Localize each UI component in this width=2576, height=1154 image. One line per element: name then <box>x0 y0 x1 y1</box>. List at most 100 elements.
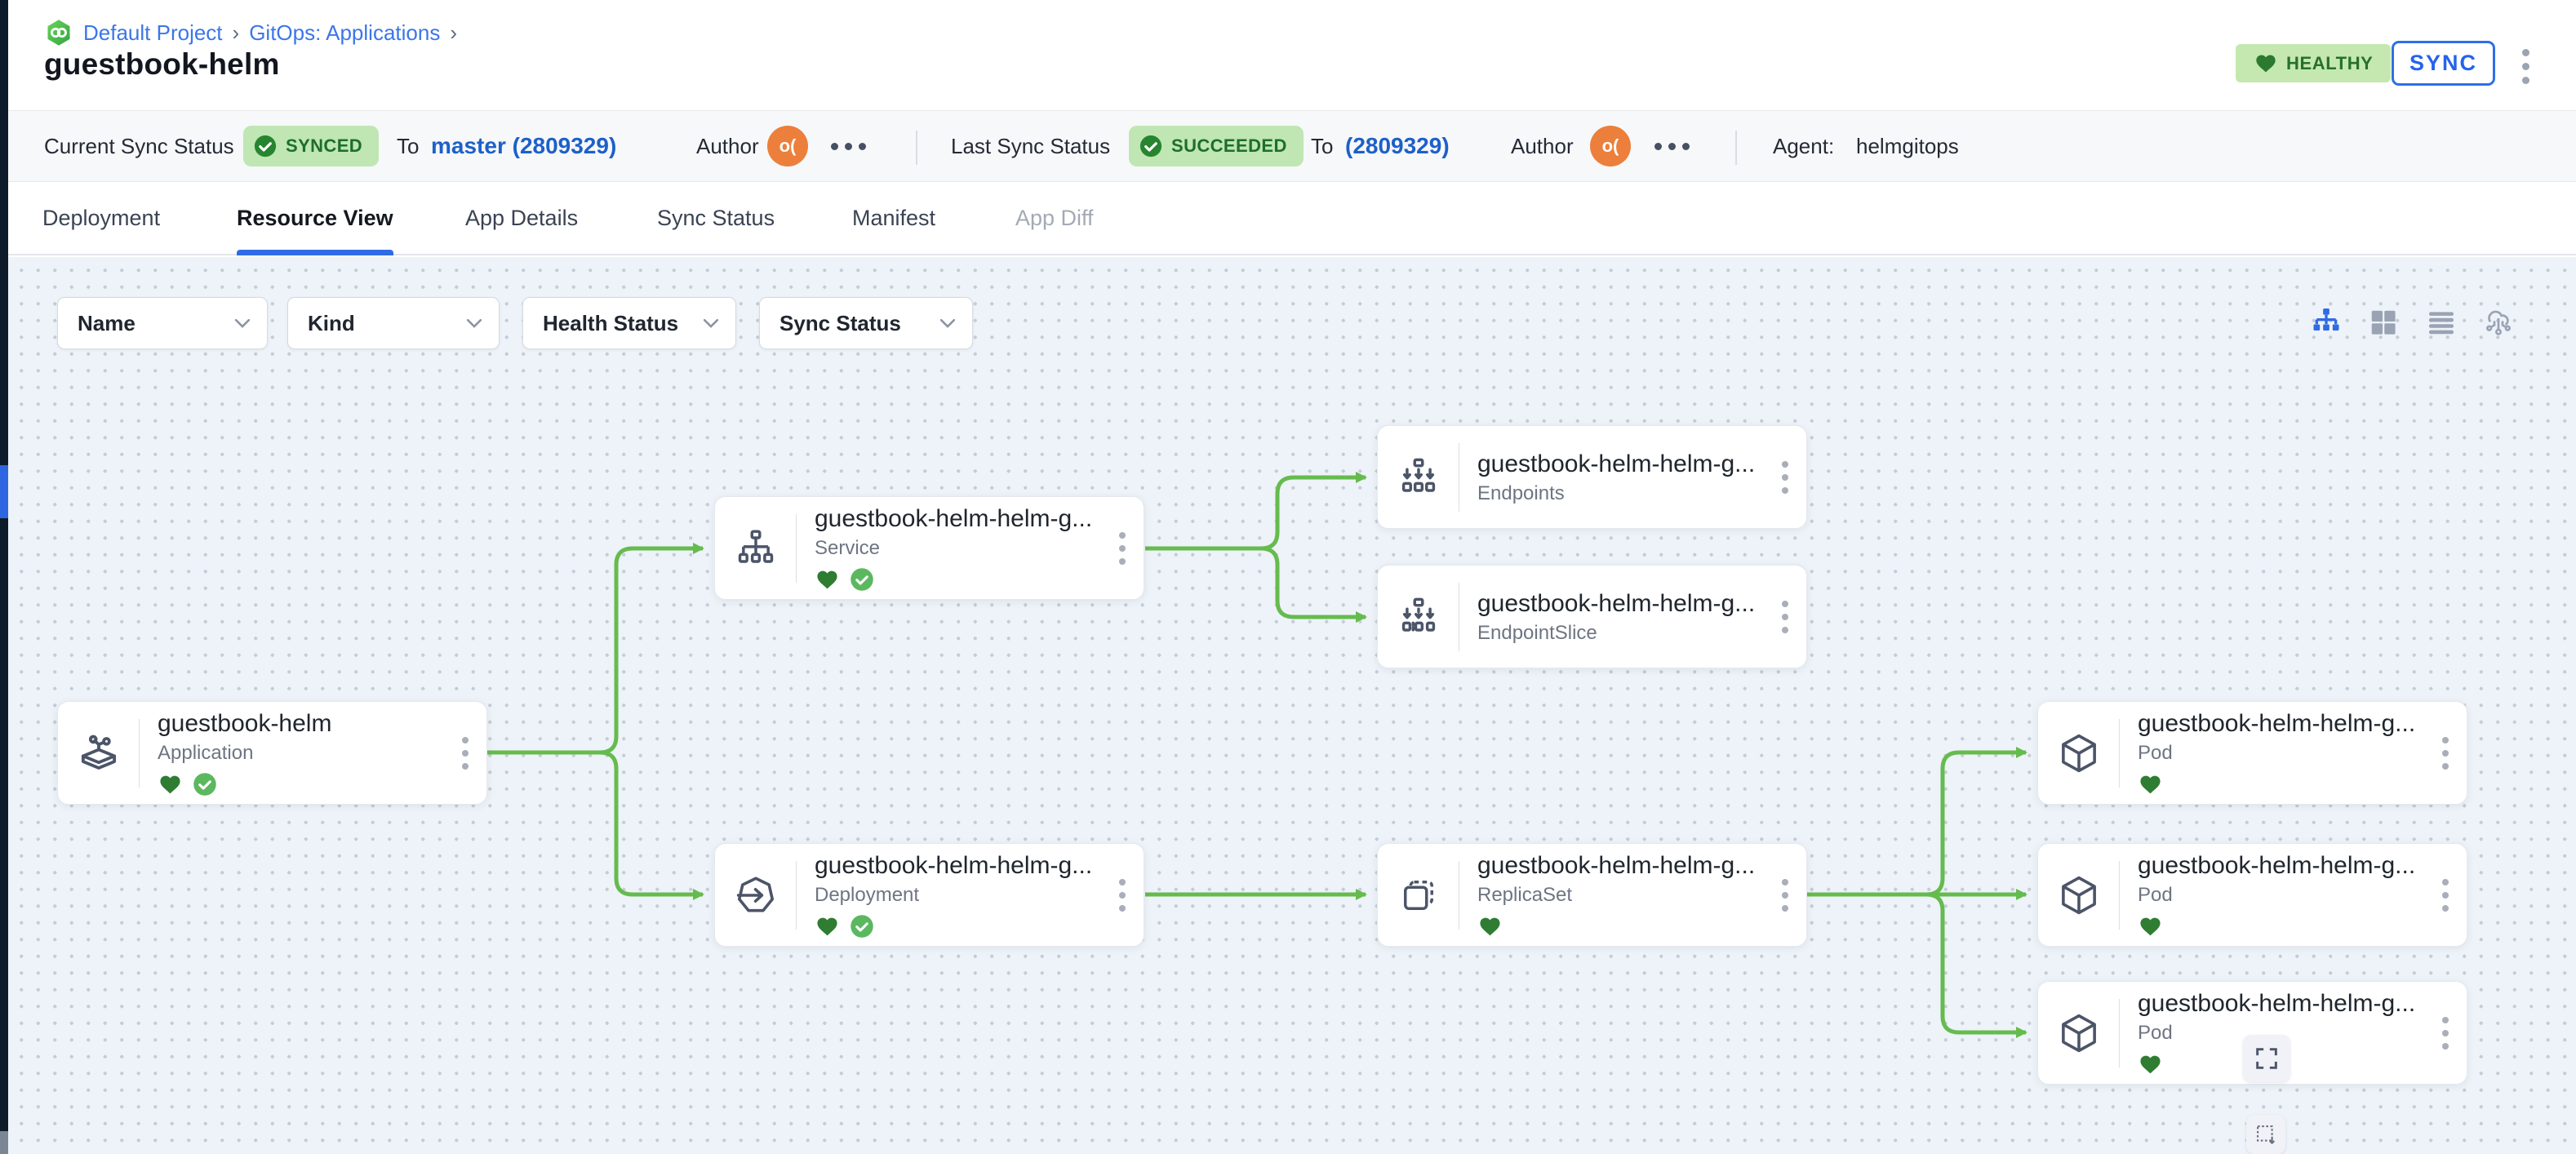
health-status-label: HEALTHY <box>2286 52 2374 73</box>
tab-bar: Deployment Resource View App Details Syn… <box>8 183 2576 255</box>
selection-mode-button[interactable] <box>2246 1115 2285 1154</box>
resource-node-endpointslice[interactable]: guestbook-helm-helm-g... EndpointSlice <box>1377 565 1807 668</box>
fit-view-icon <box>2256 1048 2277 1069</box>
agent-value: helmgitops <box>1856 133 1959 158</box>
synced-check-icon <box>851 568 873 591</box>
pod-icon <box>2038 1011 2119 1055</box>
filter-kind[interactable]: Kind <box>287 297 500 349</box>
tab-deployment[interactable]: Deployment <box>42 206 161 230</box>
node-title: guestbook-helm-helm-g... <box>2138 852 2416 879</box>
list-view-toggle[interactable] <box>2423 304 2459 340</box>
heart-icon <box>2256 55 2276 72</box>
breadcrumb-section[interactable]: GitOps: Applications <box>249 20 441 45</box>
tree-edges <box>486 472 2027 1038</box>
resource-node-application[interactable]: guestbook-helm Application <box>57 701 487 805</box>
node-menu-button[interactable] <box>2442 736 2449 770</box>
node-menu-button[interactable] <box>2442 1016 2449 1050</box>
chevron-down-icon <box>939 318 956 328</box>
tree-view-toggle[interactable] <box>2308 304 2344 340</box>
node-title: guestbook-helm-helm-g... <box>1477 450 1756 477</box>
current-author-label: Author <box>696 133 759 158</box>
synced-check-icon <box>851 915 873 938</box>
app-more-menu-button[interactable] <box>2522 49 2529 84</box>
node-menu-button[interactable] <box>2442 878 2449 912</box>
last-commit-more-icon[interactable] <box>1654 142 1690 150</box>
resource-node-replicaset[interactable]: guestbook-helm-helm-g... ReplicaSet <box>1377 843 1807 947</box>
tab-sync-status[interactable]: Sync Status <box>657 206 775 230</box>
node-kind: Application <box>158 742 254 764</box>
pod-icon <box>2038 873 2119 917</box>
node-title: guestbook-helm-helm-g... <box>815 852 1093 879</box>
resource-tree-canvas[interactable]: Name Kind Health Status Sync Status <box>8 257 2576 1154</box>
divider <box>1735 131 1737 165</box>
node-menu-button[interactable] <box>1119 531 1126 565</box>
divider <box>2119 998 2120 1067</box>
tab-app-diff: App Diff <box>1015 206 1094 230</box>
current-author-avatar: o( <box>767 126 808 166</box>
resource-node-endpoints[interactable]: guestbook-helm-helm-g... Endpoints <box>1377 425 1807 529</box>
filter-sync-status[interactable]: Sync Status <box>759 297 973 349</box>
divider <box>2119 860 2120 930</box>
node-kind: ReplicaSet <box>1477 884 1573 906</box>
node-menu-button[interactable] <box>1119 878 1126 912</box>
resource-node-pod[interactable]: guestbook-helm-helm-g... Pod <box>2037 843 2467 947</box>
grid-view-icon <box>2371 310 2396 335</box>
last-sync-status-label: Last Sync Status <box>951 133 1111 158</box>
page-title: guestbook-helm <box>44 47 280 81</box>
current-to-label: To <box>397 133 420 158</box>
last-author-avatar: o( <box>1590 126 1631 166</box>
sync-button[interactable]: SYNC <box>2392 41 2495 86</box>
cluster-view-toggle[interactable] <box>2481 304 2516 340</box>
tab-app-details[interactable]: App Details <box>465 206 579 230</box>
divider <box>139 718 140 788</box>
synced-badge: SYNCED <box>243 126 380 166</box>
chevron-down-icon <box>234 318 251 328</box>
filter-health-status[interactable]: Health Status <box>522 297 736 349</box>
node-menu-button[interactable] <box>1782 878 1788 912</box>
breadcrumb-project[interactable]: Default Project <box>83 20 223 45</box>
left-rail-bottom-indicator <box>0 1131 8 1154</box>
service-icon <box>715 527 796 570</box>
current-revision-link[interactable]: master (2809329) <box>431 133 617 158</box>
node-kind: Pod <box>2138 742 2173 764</box>
node-title: guestbook-helm-helm-g... <box>1477 852 1756 879</box>
divider <box>2119 718 2120 788</box>
healthy-heart-icon <box>2140 775 2161 793</box>
resource-node-deployment[interactable]: guestbook-helm-helm-g... Deployment <box>714 843 1144 947</box>
last-revision-link[interactable]: (2809329) <box>1345 133 1450 158</box>
application-icon <box>58 731 139 775</box>
resource-node-pod[interactable]: guestbook-helm-helm-g... Pod <box>2037 701 2467 805</box>
node-menu-button[interactable] <box>1782 600 1788 633</box>
healthy-heart-icon <box>2140 1055 2161 1073</box>
node-menu-button[interactable] <box>1782 460 1788 494</box>
healthy-heart-icon <box>160 775 180 793</box>
healthy-heart-icon <box>817 917 837 935</box>
check-circle-icon <box>254 135 277 158</box>
node-kind: Endpoints <box>1477 482 1565 504</box>
current-sync-status-label: Current Sync Status <box>44 133 234 158</box>
healthy-heart-icon <box>817 570 837 588</box>
current-commit-more-icon[interactable] <box>831 142 866 150</box>
tree-view-icon <box>2313 308 2339 331</box>
left-rail-active-indicator <box>0 465 8 518</box>
node-kind: Pod <box>2138 1022 2173 1044</box>
node-title: guestbook-helm <box>158 710 332 737</box>
tab-manifest[interactable]: Manifest <box>852 206 936 230</box>
selection-box-icon <box>2257 1125 2275 1144</box>
cluster-view-icon <box>2485 310 2511 335</box>
filter-name[interactable]: Name <box>57 297 268 349</box>
node-kind: Pod <box>2138 884 2173 906</box>
node-kind: EndpointSlice <box>1477 621 1597 644</box>
check-circle-icon <box>1139 135 1162 158</box>
node-kind: Service <box>815 537 881 559</box>
grid-view-toggle[interactable] <box>2365 304 2401 340</box>
node-menu-button[interactable] <box>462 736 469 770</box>
last-to-label: To <box>1311 133 1334 158</box>
fit-view-button[interactable] <box>2243 1035 2290 1082</box>
resource-node-service[interactable]: guestbook-helm-helm-g... Service <box>714 496 1144 600</box>
replicaset-icon <box>1378 874 1459 917</box>
agent-label: Agent: <box>1773 133 1835 158</box>
tab-resource-view[interactable]: Resource View <box>237 183 393 255</box>
synced-check-icon <box>193 773 216 796</box>
